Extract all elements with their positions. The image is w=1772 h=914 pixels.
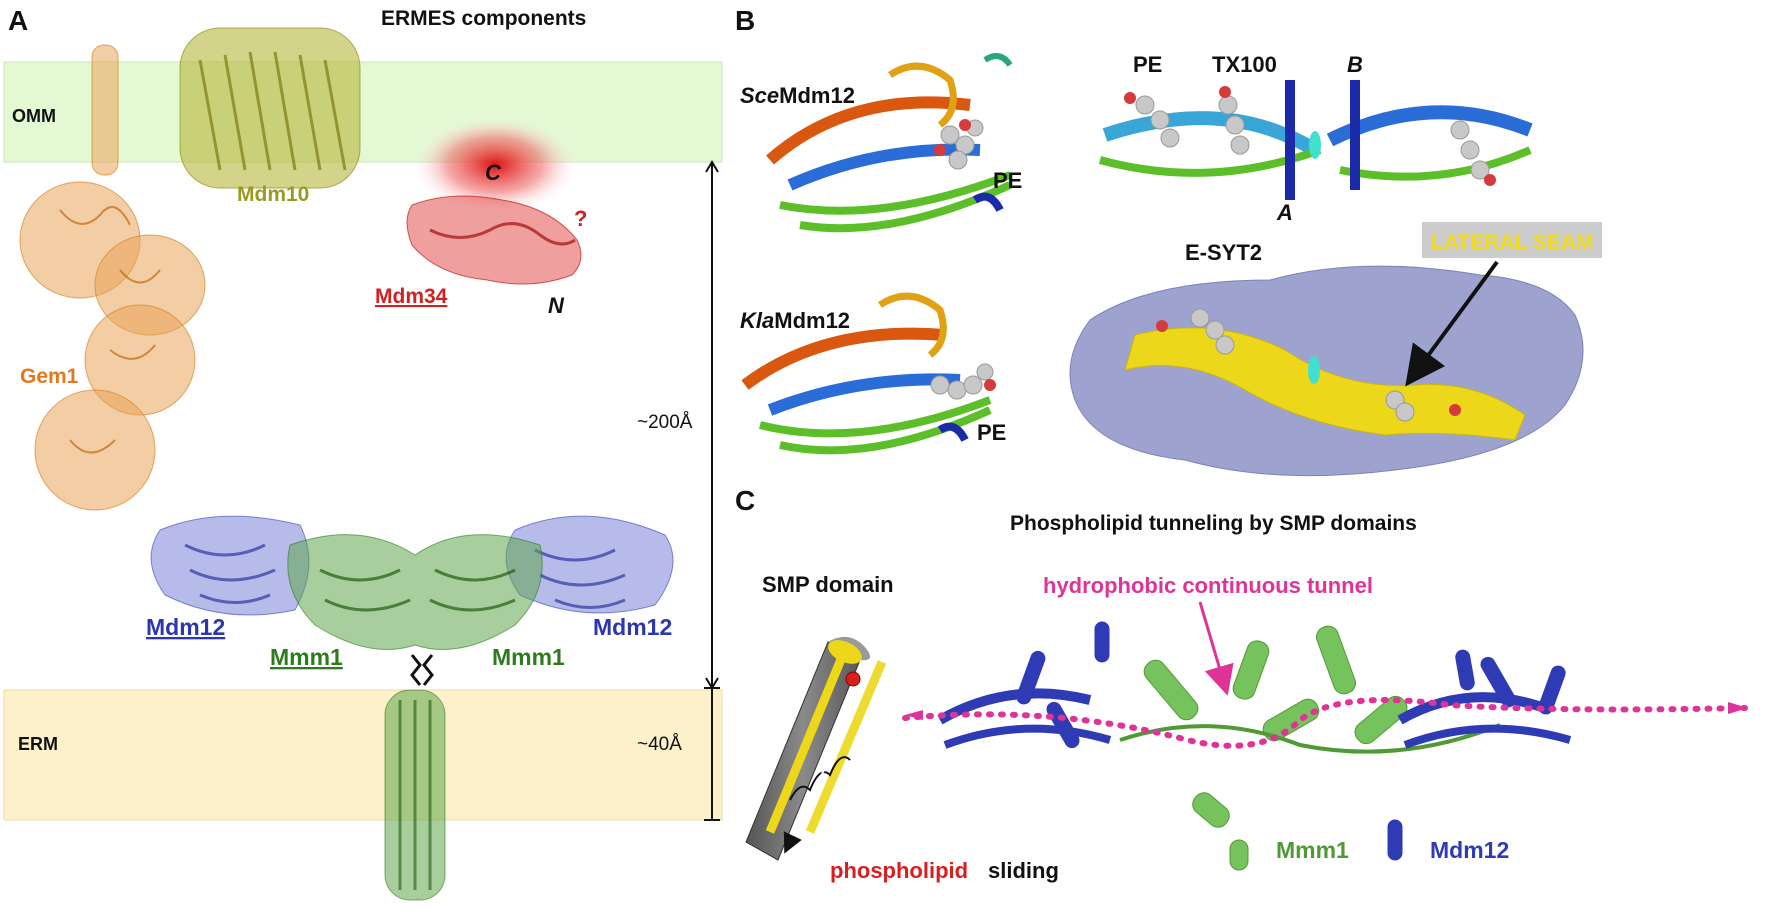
gem1-structure xyxy=(19,44,206,511)
omm-label: OMM xyxy=(12,106,56,126)
sliding-label: sliding xyxy=(988,858,1059,883)
esyt2-surface xyxy=(1069,265,1584,477)
esyt2-label: E-SYT2 xyxy=(1185,240,1262,265)
panel-c-title: Phospholipid tunneling by SMP domains xyxy=(1010,512,1417,535)
omm-membrane xyxy=(3,61,723,163)
mdm12-left-ribbon xyxy=(937,621,1112,749)
panel-a: A ERMES components OMM ERM Gem1 Mdm10 C xyxy=(3,5,723,901)
kla-pe-label: PE xyxy=(977,420,1006,445)
erm-membrane xyxy=(3,689,723,821)
smp-domain-cylinder xyxy=(745,636,887,861)
smp-ribbon-chain xyxy=(937,621,1572,871)
mdm10-structure xyxy=(179,27,361,189)
mdm12-c-label: Mdm12 xyxy=(1430,837,1509,863)
sce-mdm12-label: SceMdm12 xyxy=(740,83,855,108)
tunnel-label: hydrophobic continuous tunnel xyxy=(1043,573,1373,598)
tunnel-arrow-left xyxy=(905,710,923,720)
erm-label: ERM xyxy=(18,734,58,754)
mdm12-right-ribbon xyxy=(1387,649,1572,861)
mdm12-right-label: Mdm12 xyxy=(593,614,672,640)
tx100-label: TX100 xyxy=(1212,52,1277,77)
mmm1-right-label: Mmm1 xyxy=(492,644,565,670)
mmm1-left-label: Mmm1 xyxy=(270,644,343,670)
distance-short-label: ~40Å xyxy=(637,734,682,755)
chain-a-label: A xyxy=(1276,200,1293,225)
panel-b: B SceMdm12 PE xyxy=(735,5,1602,477)
mdm12-left-structure xyxy=(150,515,310,616)
lateral-seam-arrow xyxy=(1405,260,1499,387)
kla-mdm12-label: KlaMdm12 xyxy=(740,308,850,333)
mdm10-label: Mdm10 xyxy=(237,183,309,206)
panel-c: C Phospholipid tunneling by SMP domains … xyxy=(735,485,1748,883)
mdm34-label: Mdm34 xyxy=(375,285,448,308)
mdm12-right-structure xyxy=(505,515,674,614)
mdm34-question-mark: ? xyxy=(574,206,587,231)
tunnel-arrow-right xyxy=(1728,702,1748,714)
mdm12-left-label: Mdm12 xyxy=(146,614,225,640)
mmm1-ribbon xyxy=(1119,625,1501,871)
esyt2-cartoon xyxy=(1098,80,1533,200)
esyt2-pe-label: PE xyxy=(1133,52,1162,77)
kla-mdm12-structure xyxy=(741,292,996,455)
distance-long-label: ~200Å xyxy=(637,412,693,433)
c-terminus-glow xyxy=(410,115,580,215)
n-terminus-label: N xyxy=(548,293,565,318)
panel-a-title: ERMES components xyxy=(381,7,586,30)
phospholipid-label: phospholipid xyxy=(830,858,968,883)
sce-pe-label: PE xyxy=(993,168,1022,193)
tunnel-pointer-arrow xyxy=(1198,601,1234,696)
panel-a-letter: A xyxy=(8,5,28,36)
panel-c-letter: C xyxy=(735,485,755,516)
panel-b-letter: B xyxy=(735,5,755,36)
tunnel-path xyxy=(902,697,1748,749)
gem1-label: Gem1 xyxy=(20,365,79,388)
sce-mdm12-structure xyxy=(766,53,1013,233)
mmm1-c-label: Mmm1 xyxy=(1276,837,1349,863)
mmm1-structure xyxy=(287,534,543,901)
distance-bar xyxy=(704,160,720,821)
smp-domain-label: SMP domain xyxy=(762,572,894,597)
lateral-seam-box xyxy=(1422,222,1602,258)
lateral-seam-label: LATERAL SEAM xyxy=(1431,231,1594,254)
c-terminus-label: C xyxy=(485,160,502,185)
chain-b-label: B xyxy=(1347,52,1363,77)
mdm34-structure xyxy=(406,195,582,285)
